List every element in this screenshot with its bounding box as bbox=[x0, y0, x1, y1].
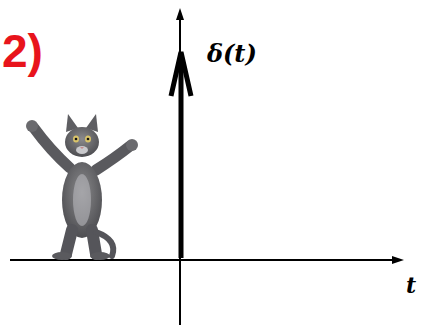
dancing-cat bbox=[26, 114, 138, 260]
impulse-arrowhead bbox=[171, 52, 191, 96]
panel-number: 2) bbox=[2, 28, 43, 74]
signal-name: δ(t) bbox=[207, 42, 257, 66]
axis-label: t bbox=[406, 274, 416, 296]
axis-arrowhead bbox=[176, 8, 184, 20]
axis-arrowhead bbox=[392, 256, 404, 264]
impulse-line bbox=[179, 56, 184, 258]
